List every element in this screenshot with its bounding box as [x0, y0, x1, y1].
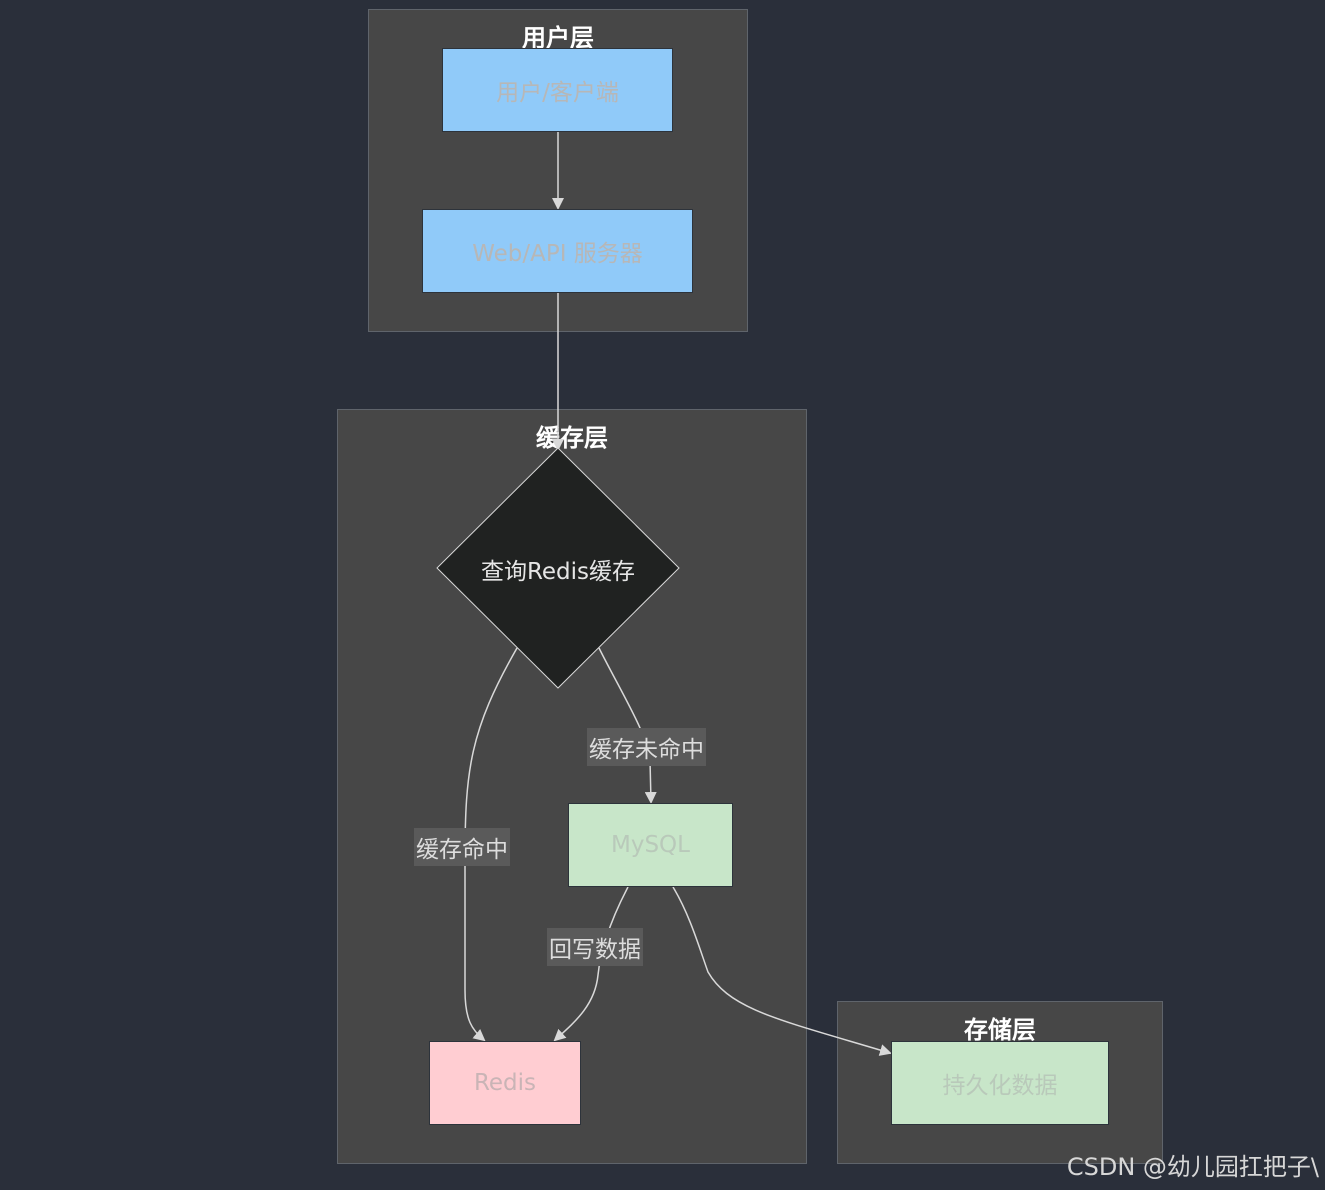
persistent-data-node[interactable]: 持久化数据 [891, 1041, 1109, 1125]
cache-layer-title: 缓存层 [536, 424, 608, 452]
edge-mysql-to-persistent [672, 886, 892, 1056]
cache-miss-label: 缓存未命中 [587, 728, 706, 766]
edge-cache-hit [464, 647, 518, 1042]
edge-cache-miss [598, 647, 657, 804]
query-redis-diamond [436, 447, 680, 689]
persistent-data-label: 持久化数据 [942, 1073, 1058, 1099]
user-layer-title: 用户层 [522, 24, 594, 52]
web-server-node[interactable]: Web/API 服务器 [422, 209, 693, 293]
client-node[interactable]: 用户/客户端 [442, 48, 673, 132]
query-redis-label: 查询Redis缓存 [480, 559, 636, 585]
redis-label: Redis [473, 1070, 537, 1096]
web-server-label: Web/API 服务器 [472, 241, 643, 267]
client-label: 用户/客户端 [496, 80, 619, 106]
watermark-text: CSDN @幼儿园扛把子\ [1066, 1153, 1319, 1181]
edge-write-back [553, 886, 629, 1042]
write-back-label: 回写数据 [547, 928, 643, 966]
mysql-label: MySQL [611, 832, 690, 858]
storage-layer-title: 存储层 [964, 1016, 1036, 1044]
cache-hit-label: 缓存命中 [414, 828, 510, 866]
redis-node[interactable]: Redis [429, 1041, 581, 1125]
mysql-node[interactable]: MySQL [568, 803, 733, 887]
